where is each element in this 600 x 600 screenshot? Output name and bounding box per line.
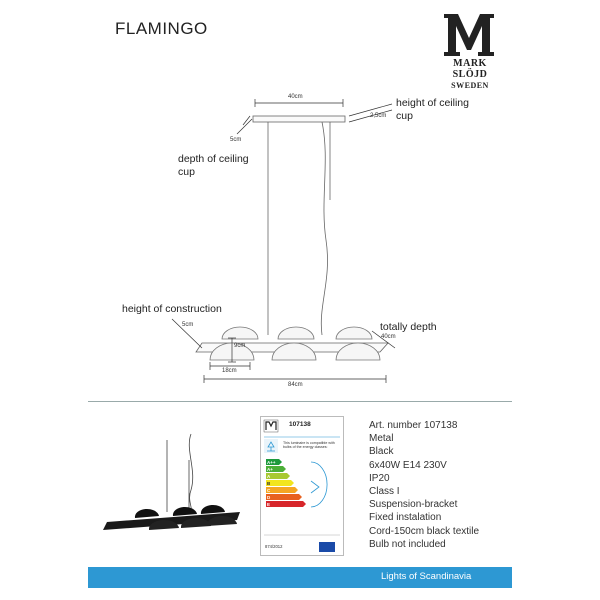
dim-shade-width: 18cm <box>222 368 237 374</box>
energy-class: B <box>267 481 271 486</box>
ceiling-cup <box>252 115 346 123</box>
dim-total-width: 84cm <box>288 382 303 388</box>
spec-item: 6x40W E14 230V <box>369 459 447 471</box>
dim-shade-height: 9cm <box>234 343 246 349</box>
photo-lamp <box>103 504 240 530</box>
energy-class-bars <box>266 459 306 507</box>
spec-item: Metal <box>369 433 394 445</box>
technical-drawing <box>171 99 396 383</box>
brand-logo: MARK SLÖJD SWEDEN <box>440 12 500 92</box>
dim-total-depth: 40cm <box>381 334 396 340</box>
energy-class: E <box>267 502 271 507</box>
spec-item: Bulb not included <box>369 538 446 550</box>
label-totally-depth: totally depth <box>380 321 437 333</box>
brand-line-2: SLÖJD <box>452 69 488 80</box>
dim-shade-width-line <box>209 362 251 370</box>
dim-cup-height-line <box>348 103 393 123</box>
energy-class: A++ <box>267 460 276 465</box>
label-depth-ceiling-cup: depth of ceiling cup <box>178 153 249 178</box>
dim-construction-lines <box>171 318 236 363</box>
energy-label-graphic <box>263 419 340 552</box>
spec-item: Suspension-bracket <box>369 499 458 511</box>
energy-label-note: This luminaire is compatible with bulbs … <box>283 441 335 450</box>
energy-label-regulation: 874/2012 <box>265 544 283 549</box>
spec-item: Art. number 107138 <box>369 420 458 431</box>
lamp-shades <box>209 326 381 361</box>
brand-line-1: MARK <box>453 58 487 69</box>
footer-bar <box>88 567 512 588</box>
brand-line-3: SWEDEN <box>451 81 489 90</box>
spec-item: IP20 <box>369 472 390 484</box>
energy-class: D <box>267 495 271 500</box>
product-photo <box>103 433 240 530</box>
dim-cup-depth: 5cm <box>230 137 242 143</box>
energy-class-list: A++ A+ A B C D E <box>267 459 276 508</box>
footer-text: Lights of Scandinavia <box>381 571 472 582</box>
dim-total-depth-line <box>371 330 396 349</box>
label-height-construction: height of construction <box>122 303 222 315</box>
dim-total-width-line <box>203 375 387 383</box>
energy-label-article: 107138 <box>289 421 311 428</box>
energy-class: C <box>267 488 271 493</box>
dim-cup-height: 2,5cm <box>370 113 387 119</box>
suspension-wires <box>267 121 331 336</box>
energy-label: 107138 This luminaire is compatible with… <box>260 416 344 556</box>
product-title: FLAMINGO <box>115 19 208 38</box>
energy-class: A+ <box>267 467 273 472</box>
spec-item: Fixed instalation <box>369 512 442 524</box>
brand-text: MARK SLÖJD SWEDEN <box>440 58 500 91</box>
spec-item: Class I <box>369 486 400 498</box>
energy-class: A <box>267 474 271 479</box>
section-divider <box>88 401 512 402</box>
dim-construction-height: 5cm <box>182 322 194 328</box>
spec-item: Cord-150cm black textile <box>369 525 480 537</box>
brand-monogram-icon <box>444 14 494 56</box>
dim-cup-width-line <box>254 99 344 107</box>
spec-item: Black <box>369 446 394 458</box>
spec-list: Art. number 107138 Metal Black 6x40W E14… <box>369 419 479 551</box>
dim-cup-width: 40cm <box>288 94 303 100</box>
dim-cup-depth-line <box>236 115 253 135</box>
label-height-ceiling-cup: height of ceiling cup <box>396 97 469 122</box>
